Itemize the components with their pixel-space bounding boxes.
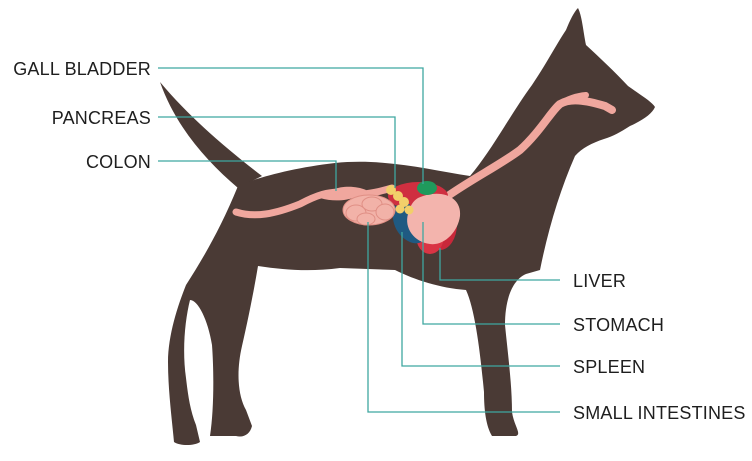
leader-gall-bladder xyxy=(158,67,424,184)
dog-tail xyxy=(160,82,262,188)
leader-colon xyxy=(158,160,337,191)
labels: GALL BLADDER PANCREAS COLON LIVER STOMAC… xyxy=(13,59,745,423)
gall-bladder-organ xyxy=(417,181,437,195)
stomach-organ xyxy=(407,193,461,245)
leader-liver xyxy=(439,248,560,281)
label-stomach: STOMACH xyxy=(573,315,664,335)
organs xyxy=(232,92,616,254)
esophagus-branch xyxy=(557,92,589,107)
leader-pancreas xyxy=(158,116,396,188)
label-spleen: SPLEEN xyxy=(573,357,645,377)
leader-spleen xyxy=(401,232,560,367)
label-gall-bladder: GALL BLADDER xyxy=(13,59,151,79)
label-small-intestines: SMALL INTESTINES xyxy=(573,403,746,423)
pancreas-organ xyxy=(386,185,414,215)
label-liver: LIVER xyxy=(573,271,626,291)
label-colon: COLON xyxy=(86,152,151,172)
leader-lines xyxy=(158,67,560,413)
colon-organ xyxy=(232,184,396,219)
esophagus xyxy=(441,96,616,202)
small-intestines-organ xyxy=(342,194,396,226)
label-pancreas: PANCREAS xyxy=(52,108,151,128)
leader-small-intestines xyxy=(367,222,560,413)
leader-stomach xyxy=(422,222,560,325)
